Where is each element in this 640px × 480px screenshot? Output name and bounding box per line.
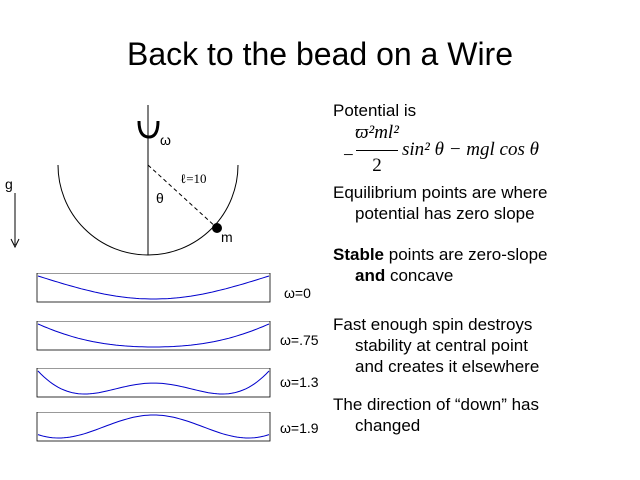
- fast-spin-text: Fast enough spin destroys stability at c…: [333, 314, 539, 377]
- length-label: ℓ=10: [180, 171, 207, 186]
- spin-arrow-icon: [137, 120, 160, 139]
- gravity-arrowhead-icon: [10, 238, 20, 249]
- equilibrium-text: Equilibrium points are where potential h…: [333, 182, 548, 224]
- radius-line: [147, 164, 218, 229]
- plot-curve: [37, 370, 270, 395]
- formula-minus: −: [343, 145, 354, 166]
- equilibrium-line1: Equilibrium points are where: [333, 183, 548, 202]
- fast-line1: Fast enough spin destroys: [333, 315, 533, 334]
- slide-title: Back to the bead on a Wire: [127, 36, 513, 72]
- stable-bold: Stable: [333, 245, 385, 264]
- potential-plot-1: [36, 273, 271, 303]
- stable-rest: points are zero-slope: [384, 245, 548, 264]
- direction-line2: changed: [355, 416, 421, 435]
- bead-wire-diagram: [10, 105, 239, 256]
- potential-plot-3: [36, 368, 271, 398]
- fraction-bar: [356, 150, 398, 151]
- plot-label-4: ω=1.9: [280, 420, 319, 436]
- plot-curve: [37, 275, 270, 300]
- theta-label: θ: [156, 190, 164, 206]
- and-bold: and: [355, 266, 386, 285]
- potential-formula: − ϖ²ml² 2 sin² θ − mgl cos θ: [343, 122, 603, 184]
- direction-line1: The direction of “down” has: [333, 395, 539, 414]
- formula-denominator: 2: [372, 155, 382, 176]
- plot-curve: [37, 414, 270, 439]
- stable-text: Stable points are zero-slope and concave: [333, 244, 548, 286]
- bead: [212, 223, 222, 233]
- formula-numerator: ϖ²ml²: [355, 122, 399, 143]
- fast-line3: and creates it elsewhere: [355, 357, 540, 376]
- mass-label: m: [221, 229, 233, 245]
- potential-plot-4: [36, 412, 271, 442]
- wire-semicircle: [57, 164, 239, 256]
- potential-label: Potential is: [333, 101, 417, 120]
- omega-label: ω: [160, 132, 171, 148]
- concave-text: concave: [385, 266, 454, 285]
- potential-plot-2: [36, 321, 271, 351]
- equilibrium-line2: potential has zero slope: [355, 204, 535, 223]
- plot-label-3: ω=1.3: [280, 374, 319, 390]
- formula-rest: sin² θ − mgl cos θ: [402, 139, 539, 160]
- plot-label-2: ω=.75: [280, 332, 319, 348]
- fast-line2: stability at central point: [355, 336, 528, 355]
- plot-curve: [37, 323, 270, 348]
- plot-label-1: ω=0: [284, 285, 311, 301]
- gravity-label: g: [5, 176, 13, 192]
- direction-text: The direction of “down” has changed: [333, 394, 539, 436]
